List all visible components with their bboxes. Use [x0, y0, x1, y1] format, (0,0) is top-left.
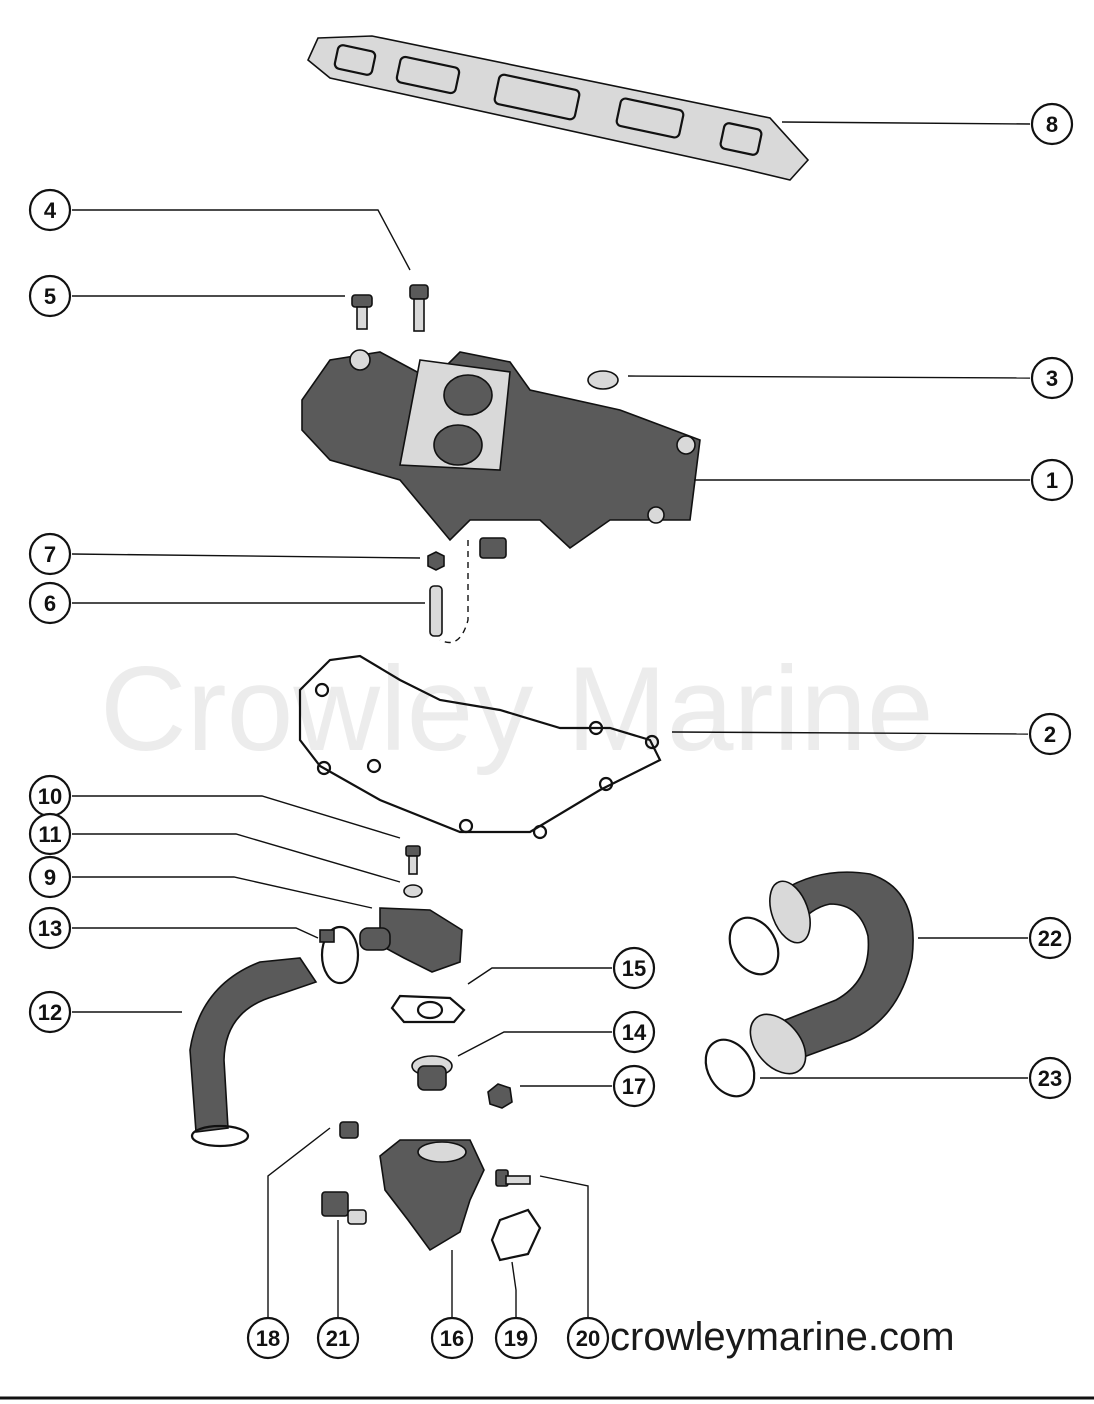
- callout-label: 16: [440, 1326, 464, 1351]
- callout-16: 16: [430, 1316, 474, 1360]
- part-19-housing-gasket: [490, 1208, 542, 1262]
- part-1-exhaust-manifold: [301, 349, 701, 550]
- part-6-stud: [429, 540, 469, 644]
- callout-8: 8: [1030, 102, 1074, 146]
- callout-2: 2: [1028, 712, 1072, 756]
- part-2-manifold-gasket: [298, 654, 662, 840]
- callout-label: 8: [1046, 112, 1058, 137]
- part-13-hose-clamp: [319, 925, 360, 985]
- callout-17: 17: [612, 1064, 656, 1108]
- callout-12: 12: [28, 990, 72, 1034]
- callout-label: 20: [576, 1326, 600, 1351]
- callout-label: 7: [44, 542, 56, 567]
- callout-label: 4: [44, 198, 57, 223]
- part-18-pipe-plug: [339, 1121, 359, 1139]
- part-15-thermostat-gasket: [390, 994, 466, 1024]
- part-23-hose-clamp: [704, 1038, 756, 1098]
- callout-label: 10: [38, 784, 62, 809]
- callout-label: 17: [622, 1074, 646, 1099]
- part-10-screw: [405, 845, 421, 875]
- part-20-screw: [495, 1169, 531, 1187]
- callout-label: 3: [1046, 366, 1058, 391]
- callout-10: 10: [28, 774, 72, 818]
- callout-18: 18: [246, 1316, 290, 1360]
- part-bracket-small: [479, 537, 507, 559]
- part-14-thermostat: [411, 1055, 453, 1091]
- callout-label: 6: [44, 591, 56, 616]
- part-11-washer: [403, 884, 423, 898]
- callout-label: 9: [44, 865, 56, 890]
- callout-4: 4: [28, 188, 72, 232]
- part-16-thermostat-housing: [379, 1139, 485, 1252]
- part-clamp-lower-left: [190, 1124, 250, 1148]
- watermark-text: Crowley Marine: [100, 642, 934, 776]
- callout-14: 14: [612, 1010, 656, 1054]
- callout-11: 11: [28, 812, 72, 856]
- callout-15: 15: [612, 946, 656, 990]
- callout-label: 13: [38, 916, 62, 941]
- part-22-hose: [749, 871, 914, 1075]
- callout-7: 7: [28, 532, 72, 576]
- callout-21: 21: [316, 1316, 360, 1360]
- callout-label: 1: [1046, 468, 1058, 493]
- callout-22: 22: [1028, 916, 1072, 960]
- callout-label: 18: [256, 1326, 280, 1351]
- part-9-thermostat-cover: [359, 907, 463, 973]
- callout-1: 1: [1030, 458, 1074, 502]
- part-5-screw: [351, 294, 373, 330]
- callout-label: 11: [38, 822, 61, 847]
- callout-5: 5: [28, 274, 72, 318]
- part-21-elbow-fitting: [321, 1191, 367, 1225]
- callout-label: 19: [504, 1326, 528, 1351]
- callout-label: 12: [38, 1000, 62, 1025]
- callout-9: 9: [28, 855, 72, 899]
- callout-label: 5: [44, 284, 56, 309]
- callout-label: 15: [622, 956, 646, 981]
- part-17-fitting: [487, 1083, 513, 1109]
- callout-13: 13: [28, 906, 72, 950]
- callout-3: 3: [1030, 356, 1074, 400]
- callout-label: 21: [326, 1326, 350, 1351]
- part-8-exhaust-gasket: [307, 35, 810, 181]
- part-12-hose: [189, 957, 318, 1133]
- part-4-screw: [409, 284, 429, 332]
- leader-lines: [71, 121, 1031, 1318]
- callout-6: 6: [28, 581, 72, 625]
- footer-url[interactable]: crowleymarine.com: [610, 1315, 955, 1359]
- callout-20: 20: [566, 1316, 610, 1360]
- callout-label: 22: [1038, 926, 1062, 951]
- part-3-cup-plug: [587, 370, 619, 390]
- part-clamp-upper-right: [728, 916, 780, 976]
- part-7-nut: [427, 551, 445, 571]
- callout-label: 14: [622, 1020, 647, 1045]
- callout-label: 2: [1044, 722, 1056, 747]
- callout-label: 23: [1038, 1066, 1062, 1091]
- callout-19: 19: [494, 1316, 538, 1360]
- callout-23: 23: [1028, 1056, 1072, 1100]
